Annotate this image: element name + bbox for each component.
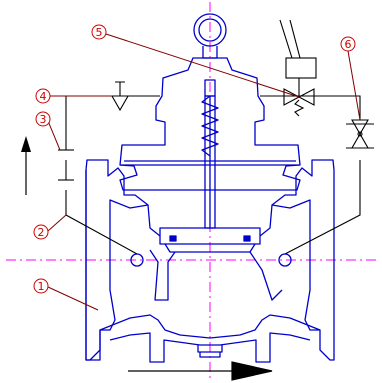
top-pipe <box>66 95 361 120</box>
flow-arrows <box>21 136 273 381</box>
ball-valve-6-handle <box>346 123 374 149</box>
left-riser <box>65 96 138 255</box>
solenoid-valve-body <box>283 88 315 106</box>
callout-3-number: 3 <box>40 113 47 126</box>
solenoid-cable <box>279 19 301 59</box>
callout-4-number: 4 <box>40 90 47 103</box>
internal-partition <box>147 204 273 237</box>
outlet-flow-arrow <box>128 361 273 381</box>
callout-1-circle <box>33 278 49 294</box>
callout-2: 2 <box>33 224 49 240</box>
bonnet-cover <box>119 57 301 191</box>
solenoid-head <box>285 57 317 79</box>
right-riser <box>284 160 361 255</box>
callout-3: 3 <box>35 111 51 127</box>
ball-valve-6-pivot <box>357 131 363 137</box>
callout-2-circle <box>33 224 49 240</box>
callout-2-number: 2 <box>38 226 45 239</box>
callout-4-circle <box>35 88 51 104</box>
callout-5: 5 <box>91 24 107 40</box>
seat-partition <box>149 249 283 301</box>
lifting-eye-ring <box>193 13 227 47</box>
callout-4: 4 <box>35 88 51 104</box>
body-left-flange <box>85 170 101 361</box>
body-bottom-lower <box>109 332 311 363</box>
leader-6 <box>347 50 361 121</box>
callout-5-number: 5 <box>96 26 103 39</box>
solenoid-spring <box>294 99 305 117</box>
inlet-flow-arrow-head <box>21 136 31 152</box>
spring-coil <box>201 95 219 157</box>
disc-lower <box>164 243 256 253</box>
callout-3-circle <box>35 111 51 127</box>
pilot-piping <box>58 19 374 255</box>
leader-1 <box>47 286 99 311</box>
leader-3 <box>47 120 61 151</box>
valve-disc <box>159 227 261 245</box>
leader-5 <box>105 33 300 98</box>
callout-6-number: 6 <box>345 38 352 51</box>
throttle-stem <box>115 81 125 96</box>
callout-1-number: 1 <box>38 280 45 293</box>
seat-seal-left <box>169 235 177 242</box>
callout-6: 6 <box>340 36 356 52</box>
callout-1: 1 <box>33 278 49 294</box>
body-bottom <box>99 314 321 339</box>
callout-5-circle <box>91 24 107 40</box>
lifting-eye-inner <box>198 18 222 42</box>
leader-2 <box>47 214 67 232</box>
body-right-outline <box>271 159 335 361</box>
callout-6-circle <box>340 36 356 52</box>
seat-seal-right <box>243 235 251 242</box>
drain-plug <box>197 345 223 358</box>
leader-lines <box>47 33 361 311</box>
valve-body <box>85 13 335 363</box>
throttle-valve-4 <box>111 95 129 112</box>
